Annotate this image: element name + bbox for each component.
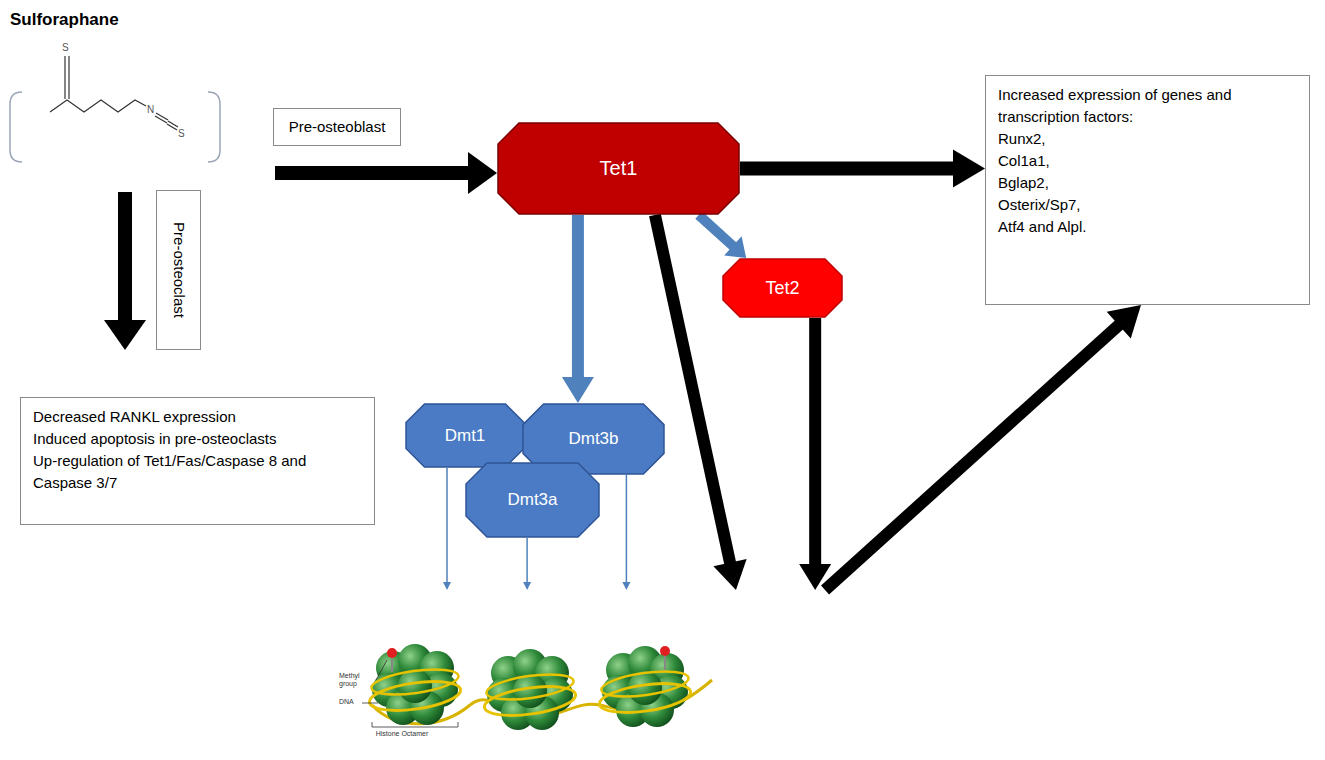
enzyme-octagon: Dmt3a — [465, 462, 600, 538]
figure-label: DNA — [339, 698, 369, 706]
box-heading: Decreased RANKL expression — [33, 406, 362, 428]
cell-label-box: Pre-osteoclast — [156, 190, 201, 350]
enzyme-name: Tet1 — [600, 157, 638, 180]
box-line: Col1a1, — [998, 150, 1297, 172]
atom-label: N — [147, 104, 154, 115]
flow-arrow — [740, 150, 985, 188]
result-box: Increased expression of genes and transc… — [985, 75, 1310, 305]
enzyme-name: Dmt1 — [445, 426, 486, 446]
enzyme-name: Dmt3a — [507, 490, 557, 510]
result-box: Decreased RANKL expressionInduced apopto… — [20, 397, 375, 525]
molecule-skeleton — [50, 56, 178, 130]
box-line: Bglap2, — [998, 172, 1297, 194]
flow-arrow — [523, 538, 531, 590]
diagram-title: Sulforaphane — [10, 10, 119, 30]
molecule-structure — [10, 92, 220, 162]
nucleosome-figure — [368, 644, 712, 730]
enzyme-octagon: Tet2 — [722, 258, 843, 318]
flow-arrow — [562, 215, 594, 403]
atom-label: S — [178, 128, 185, 139]
enzyme-octagon: Tet1 — [497, 122, 740, 215]
box-line: Induced apoptosis in pre-osteoclasts — [33, 428, 362, 450]
nucleosome-figure: Methyl groupDNA Histone Octamer — [335, 590, 830, 755]
flow-arrow — [799, 318, 831, 590]
cell-label-box: Pre-osteoblast — [273, 108, 401, 146]
box-label: Pre-osteoblast — [289, 116, 386, 138]
figure-label: Histone Octamer — [369, 730, 435, 738]
enzyme-octagon: Dmt1 — [405, 403, 525, 468]
flow-arrow — [443, 468, 451, 590]
box-heading: Increased expression of genes and transc… — [998, 84, 1297, 128]
box-line: Osterix/Sp7, — [998, 194, 1297, 216]
leader-line — [362, 660, 458, 727]
atom-label: S — [62, 42, 69, 53]
flow-arrow — [104, 152, 497, 350]
box-line: Runx2, — [998, 128, 1297, 150]
vertical-label: Pre-osteoclast — [168, 222, 190, 318]
flow-arrow — [825, 305, 1141, 590]
enzyme-name: Dmt3b — [568, 429, 618, 449]
flow-arrow — [622, 475, 630, 590]
box-line: Atf4 and Alpl. — [998, 216, 1297, 238]
enzyme-name: Tet2 — [765, 278, 799, 299]
figure-label: Methyl group — [339, 672, 379, 688]
box-line: Up-regulation of Tet1/Fas/Caspase 8 and … — [33, 450, 362, 494]
flow-arrow — [699, 215, 747, 258]
